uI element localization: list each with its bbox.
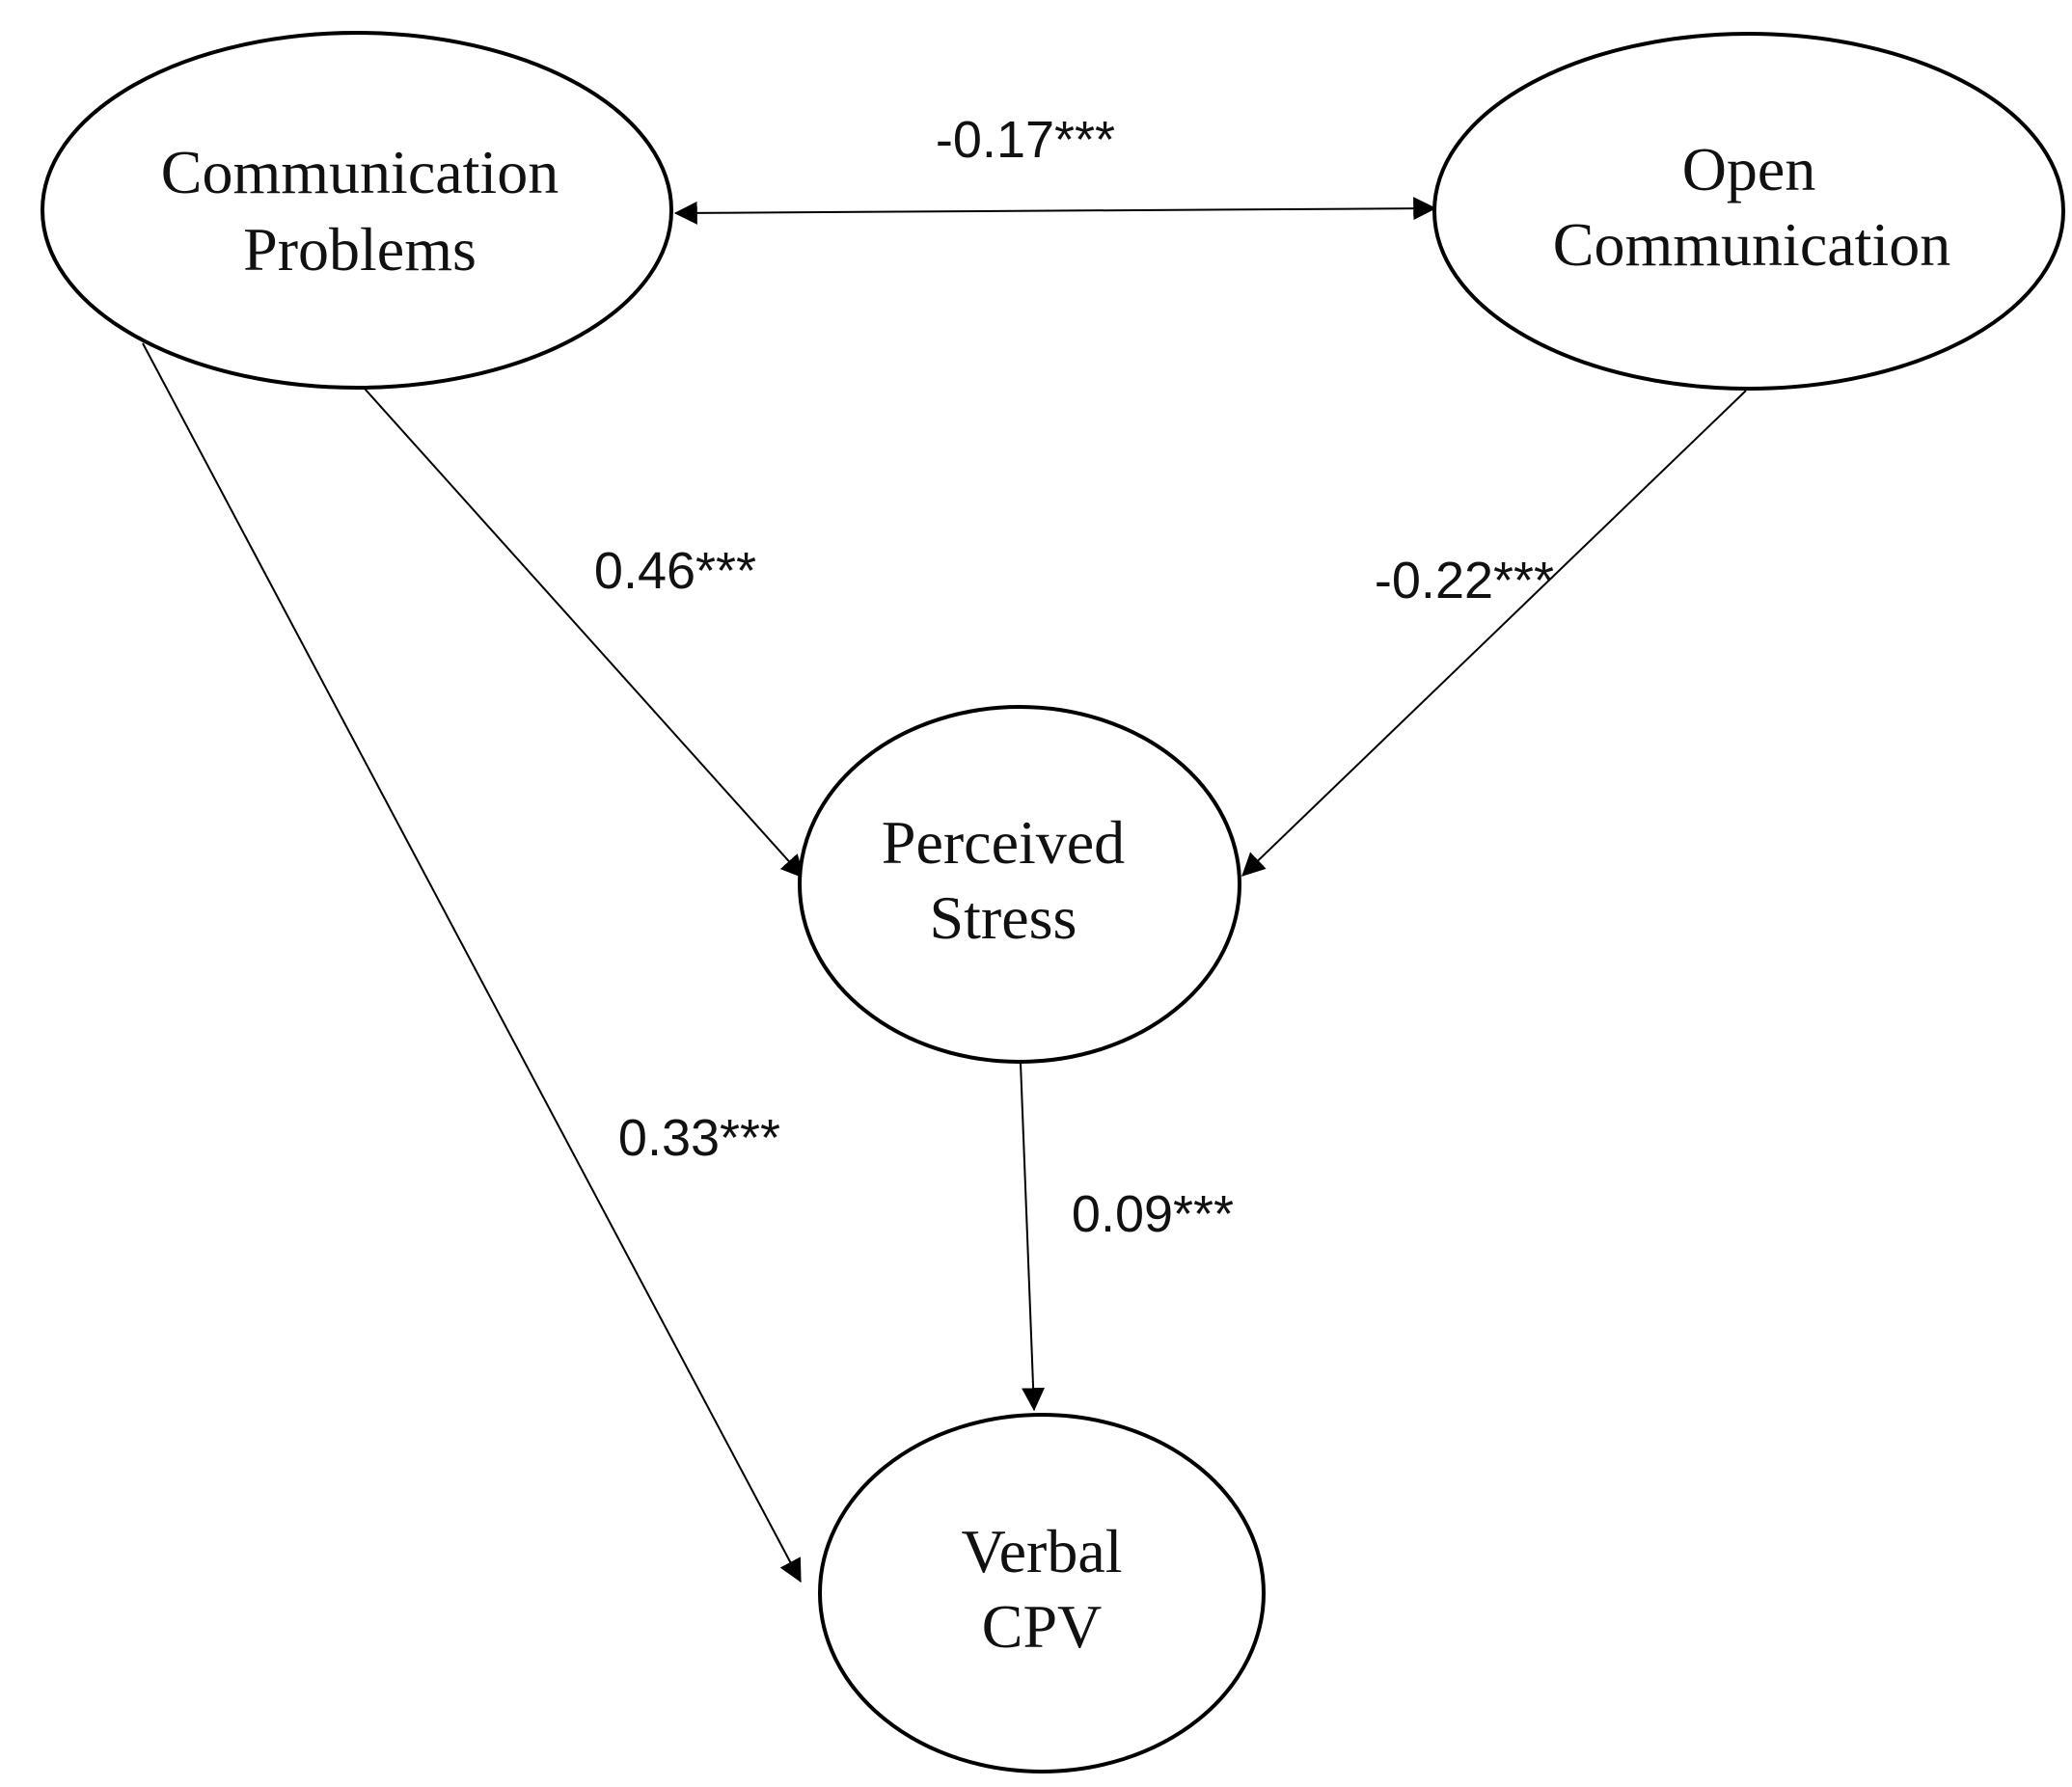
node-communication-problems: Communication Problems: [41, 31, 673, 390]
edge-communication-problems-verbal-cpv: [142, 342, 802, 1584]
node-label-line1: Verbal: [961, 1517, 1122, 1585]
edge-label-ps-cpv: 0.09***: [1072, 1185, 1234, 1243]
edge-label-cp-oc: -0.17***: [936, 111, 1115, 169]
node-label-line2: Communication: [1553, 210, 1950, 279]
edge-communication-problems-perceived-stress: [364, 388, 804, 879]
node-open-communication: Open Communication: [1432, 32, 2065, 391]
node-label-line2: CPV: [982, 1592, 1103, 1661]
edge-label-cp-cpv: 0.33***: [618, 1109, 780, 1167]
edge-perceived-stress-verbal-cpv: [1020, 1062, 1046, 1412]
edge-communication-problems-open-communication: [673, 197, 1437, 225]
node-label-line1: Open: [1682, 135, 1816, 203]
node-label-line1: Communication: [161, 138, 559, 206]
node-label-line2: Stress: [930, 883, 1077, 952]
node-perceived-stress: Perceived Stress: [798, 705, 1241, 1064]
node-verbal-cpv: Verbal CPV: [818, 1413, 1266, 1773]
edge-open-communication-perceived-stress: [1241, 390, 1747, 877]
node-label-line1: Perceived: [882, 808, 1125, 877]
node-label-line2: Problems: [243, 215, 477, 284]
edge-label-oc-ps: -0.22***: [1375, 552, 1554, 609]
edge-label-cp-ps: 0.46***: [594, 542, 756, 600]
